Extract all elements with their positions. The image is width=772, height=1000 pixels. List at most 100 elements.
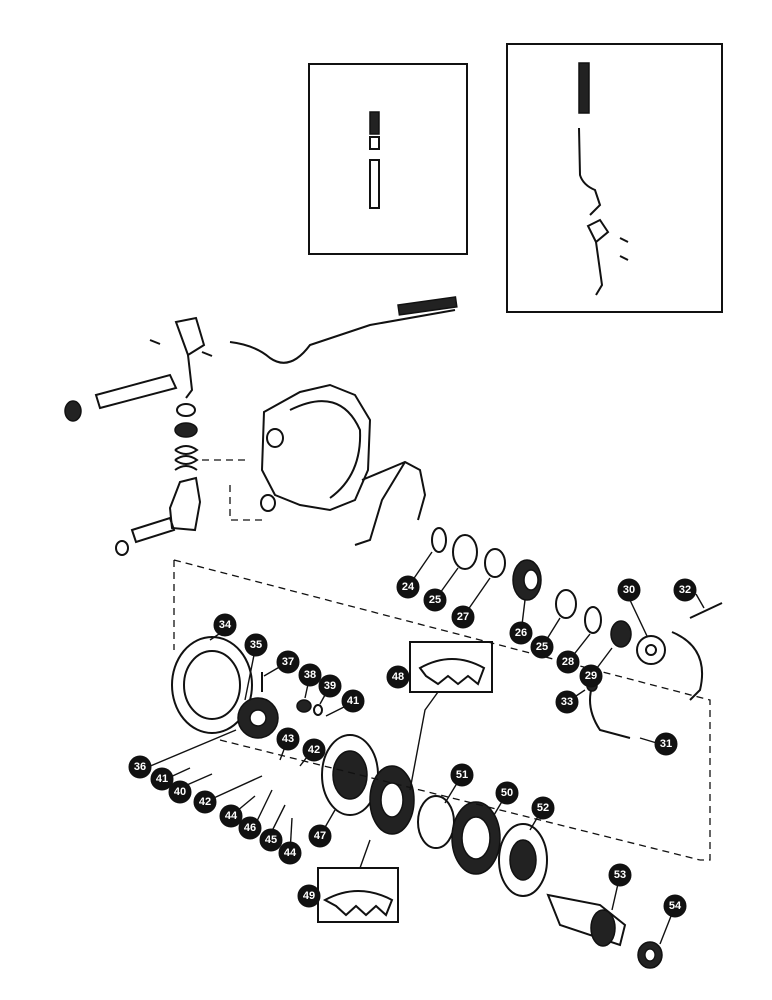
callout-41b: 41 <box>341 689 365 713</box>
svg-text:51: 51 <box>456 769 468 781</box>
svg-text:46: 46 <box>244 822 256 834</box>
callout-27: 27 <box>451 605 475 629</box>
callout-40: 40 <box>168 780 192 804</box>
svg-text:33: 33 <box>561 696 573 708</box>
callout-25a: 25 <box>423 588 447 612</box>
callout-30: 30 <box>617 578 641 602</box>
svg-text:39: 39 <box>324 680 336 692</box>
callout-34: 34 <box>213 613 237 637</box>
inset-box-lever <box>506 43 723 313</box>
callout-31: 31 <box>654 732 678 756</box>
svg-text:30: 30 <box>623 584 635 596</box>
svg-text:41: 41 <box>156 773 168 785</box>
valve-block <box>115 476 202 556</box>
svg-text:42: 42 <box>199 796 211 808</box>
svg-text:40: 40 <box>174 786 186 798</box>
callout-47: 47 <box>308 824 332 848</box>
callout-44a: 44 <box>219 804 243 828</box>
rocker-arm <box>149 316 213 399</box>
callout-24: 24 <box>396 575 420 599</box>
svg-text:52: 52 <box>537 802 549 814</box>
svg-text:53: 53 <box>614 869 626 881</box>
hub-36 <box>237 697 279 739</box>
plug-38 <box>296 699 312 713</box>
spring-39 <box>313 704 323 716</box>
callout-35: 35 <box>244 633 268 657</box>
svg-text:44: 44 <box>225 810 238 822</box>
svg-text:24: 24 <box>402 581 415 593</box>
collar-29 <box>610 620 632 648</box>
svg-text:28: 28 <box>562 656 574 668</box>
shaft-53 <box>546 893 627 947</box>
svg-text:31: 31 <box>660 738 672 750</box>
ring-25b <box>555 589 577 619</box>
ring-27 <box>484 548 506 578</box>
cross-shaft <box>64 373 178 422</box>
svg-text:32: 32 <box>679 584 691 596</box>
callout-36: 36 <box>128 755 152 779</box>
shift-fork <box>354 460 427 546</box>
callout-29: 29 <box>579 664 603 688</box>
callout-26: 26 <box>509 621 533 645</box>
bolt-32 <box>689 602 723 619</box>
snap-ring-24 <box>431 527 447 553</box>
plate-52 <box>498 823 548 897</box>
clutch-housing <box>260 383 372 512</box>
svg-text:45: 45 <box>265 834 277 846</box>
svg-text:54: 54 <box>669 900 682 912</box>
svg-text:35: 35 <box>250 639 262 651</box>
seal-34 <box>171 636 253 734</box>
wave-ring-51 <box>417 795 455 849</box>
svg-text:44: 44 <box>284 847 297 859</box>
plate-48-49 <box>369 765 415 835</box>
svg-text:27: 27 <box>457 611 469 623</box>
callout-54: 54 <box>663 894 687 918</box>
svg-text:37: 37 <box>282 656 294 668</box>
svg-text:48: 48 <box>392 671 404 683</box>
ring-28 <box>584 606 602 634</box>
svg-text:34: 34 <box>219 619 232 631</box>
upper-shift-rod <box>229 296 458 364</box>
callout-39: 39 <box>318 674 342 698</box>
callout-53: 53 <box>608 863 632 887</box>
callout-43: 43 <box>276 727 300 751</box>
svg-text:36: 36 <box>134 761 146 773</box>
callout-49: 49 <box>297 884 321 908</box>
spring-stack <box>174 403 199 471</box>
callout-25b: 25 <box>530 635 554 659</box>
callout-28: 28 <box>556 650 580 674</box>
bearing-26 <box>512 559 542 601</box>
callout-42b: 42 <box>302 738 326 762</box>
detail-box-49 <box>317 839 399 923</box>
callout-50: 50 <box>495 781 519 805</box>
svg-text:38: 38 <box>304 669 316 681</box>
ring-25a <box>452 534 478 570</box>
svg-text:49: 49 <box>303 890 315 902</box>
svg-text:42: 42 <box>308 744 320 756</box>
callout-33: 33 <box>555 690 579 714</box>
bearing-54 <box>637 941 663 969</box>
svg-text:50: 50 <box>501 787 513 799</box>
gear-30 <box>636 635 666 665</box>
callout-46: 46 <box>238 816 262 840</box>
disc-50 <box>451 801 501 875</box>
callout-44b: 44 <box>278 841 302 865</box>
svg-text:26: 26 <box>515 627 527 639</box>
inset-box-shaft <box>308 63 468 255</box>
callout-52: 52 <box>531 796 555 820</box>
svg-text:25: 25 <box>429 594 441 606</box>
callout-32: 32 <box>673 578 697 602</box>
svg-text:47: 47 <box>314 830 326 842</box>
svg-text:43: 43 <box>282 733 294 745</box>
detail-box-48 <box>409 641 493 791</box>
callout-37: 37 <box>276 650 300 674</box>
callout-41a: 41 <box>150 767 174 791</box>
callout-48: 48 <box>386 665 410 689</box>
callout-38: 38 <box>298 663 322 687</box>
callout-42a: 42 <box>193 790 217 814</box>
svg-text:29: 29 <box>585 670 597 682</box>
callout-45: 45 <box>259 828 283 852</box>
svg-text:25: 25 <box>536 641 548 653</box>
svg-text:41: 41 <box>347 695 359 707</box>
